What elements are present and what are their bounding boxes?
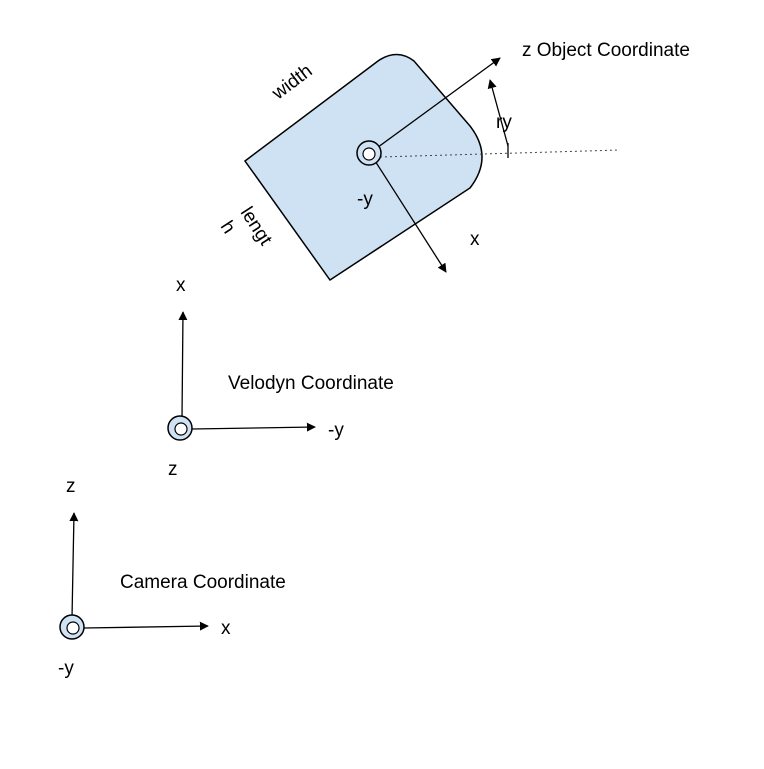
- object-reference-dotted-line: [379, 149, 621, 158]
- object-width-label: width: [268, 61, 317, 105]
- camera-z-label: z: [66, 476, 76, 497]
- ry-angle-arrow: [487, 79, 509, 147]
- velodyne-z-label: z: [168, 459, 178, 480]
- object-z-axis: [369, 57, 501, 154]
- camera-neg-y-label: -y: [58, 658, 74, 679]
- velodyne-neg-y-axis: [191, 422, 316, 432]
- camera-origin-inner-circle: [66, 621, 80, 635]
- object-length-label-b: h: [216, 217, 239, 237]
- velodyne-x-axis: [178, 311, 188, 419]
- camera-x-label: x: [221, 618, 231, 639]
- object-x-label: x: [470, 229, 480, 250]
- object-title-label: z Object Coordinate: [522, 40, 690, 61]
- object-x-axis: [369, 152, 447, 273]
- object-origin-inner-circle: [362, 147, 376, 161]
- camera-x-axis: [83, 621, 209, 631]
- object-length-label-a: lengt: [236, 203, 276, 250]
- object-ry-label: ry: [496, 112, 512, 133]
- camera-title-label: Camera Coordinate: [120, 572, 286, 593]
- object-box: [243, 53, 483, 282]
- velodyne-x-label: x: [176, 275, 186, 296]
- velodyne-neg-y-label: -y: [328, 420, 344, 441]
- velodyne-title-label: Velodyn Coordinate: [228, 373, 394, 394]
- object-neg-y-label: -y: [357, 189, 373, 210]
- velodyne-origin-inner-circle: [174, 422, 188, 436]
- camera-z-axis: [69, 512, 79, 619]
